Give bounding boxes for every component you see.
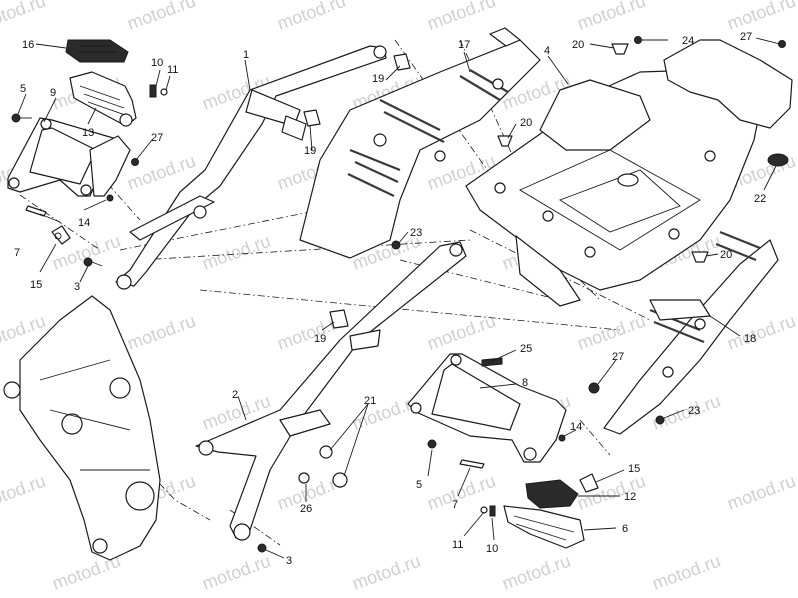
main-frame-casting <box>3 295 161 561</box>
callout-11-left: 11 <box>167 64 178 76</box>
callout-20-top: 20 <box>572 39 584 51</box>
callout-10-right: 10 <box>486 543 498 555</box>
callout-13: 13 <box>82 127 94 139</box>
callout-19-top: 19 <box>372 73 384 85</box>
callout-16: 16 <box>22 39 34 51</box>
callout-24: 24 <box>682 35 694 47</box>
callout-19-low: 19 <box>314 333 326 345</box>
callout-4: 4 <box>544 45 550 57</box>
callout-27-left: 27 <box>151 132 163 144</box>
callout-5-left: 5 <box>20 83 26 95</box>
callout-23-upper: 23 <box>410 227 422 239</box>
callout-27-top: 27 <box>740 31 752 43</box>
callout-15-right: 15 <box>628 463 640 475</box>
callout-26: 26 <box>300 503 312 515</box>
clip-right <box>579 473 599 493</box>
callout-7-left: 7 <box>14 247 20 259</box>
callout-2: 2 <box>232 389 238 401</box>
callout-23-lower: 23 <box>688 405 700 417</box>
callout-3-right: 3 <box>286 555 292 567</box>
pivot-pin-left <box>25 205 47 217</box>
grommets-20 <box>497 43 709 263</box>
watermark-text: motod.ru <box>425 0 499 34</box>
hardware-21-26 <box>298 445 348 488</box>
leader-lines <box>17 37 781 559</box>
pin-and-clip-left <box>149 84 168 98</box>
watermark-text: motod.ru <box>0 471 48 514</box>
callout-11-right: 11 <box>452 539 463 551</box>
inner-panel-right <box>603 230 779 435</box>
clips-19 <box>303 53 411 329</box>
subframe-tube-right <box>195 241 467 541</box>
subframe-tube-left <box>115 45 387 290</box>
watermark-text: motod.ru <box>125 311 199 354</box>
callout-labels: 16 1 10 11 5 9 13 27 17 4 20 24 27 19 20… <box>14 31 766 567</box>
callout-25: 25 <box>520 343 532 355</box>
callout-27-right: 27 <box>612 351 624 363</box>
inner-panel-left <box>299 27 541 259</box>
screw-23-upper <box>391 240 401 250</box>
footpeg-rubber-left <box>65 39 129 63</box>
footpeg-bracket-right <box>407 353 567 463</box>
screw-14-right <box>558 434 566 442</box>
footpeg-bracket-left <box>7 117 131 197</box>
watermark-text: motod.ru <box>725 0 798 34</box>
callout-3-left: 3 <box>74 281 80 293</box>
watermark-text: motod.ru <box>575 311 649 354</box>
callout-12: 12 <box>624 491 636 503</box>
watermark-text: motod.ru <box>575 0 649 34</box>
callout-18: 18 <box>744 333 756 345</box>
bolt-5-right <box>427 439 437 449</box>
watermark-text: motod.ru <box>125 0 199 34</box>
callout-9: 9 <box>50 87 56 99</box>
callout-22: 22 <box>754 193 766 205</box>
nut-27-right <box>588 382 600 394</box>
callout-15-left: 15 <box>30 279 42 291</box>
watermark-text: motod.ru <box>200 551 274 594</box>
pin-and-clip-right <box>480 505 496 517</box>
callout-19-mid: 19 <box>304 145 316 157</box>
bolt-left <box>11 113 32 123</box>
watermark-text: motod.ru <box>725 311 798 354</box>
watermark-text: motod.ru <box>425 471 499 514</box>
footpeg-left <box>69 71 137 127</box>
clip-left <box>51 225 71 245</box>
footpeg-rubber-right <box>525 479 579 509</box>
watermark-text: motod.ru <box>350 551 424 594</box>
screw-23-lower <box>655 415 665 425</box>
callout-5-right: 5 <box>416 479 422 491</box>
callout-20-right: 20 <box>720 249 732 261</box>
seat-pan <box>465 39 793 307</box>
footpeg-right <box>503 505 585 549</box>
nut-27-left <box>131 158 139 166</box>
watermark-text: motod.ru <box>275 0 349 34</box>
callout-7-right: 7 <box>452 499 458 511</box>
callout-14-right: 14 <box>570 421 582 433</box>
hardware-24-27-top <box>634 36 786 48</box>
watermark-text: motod.ru <box>500 551 574 594</box>
callout-8: 8 <box>522 377 528 389</box>
callout-10-left: 10 <box>151 57 163 69</box>
watermark-text: motod.ru <box>425 311 499 354</box>
callout-21: 21 <box>364 395 376 407</box>
callout-20-mid: 20 <box>520 117 532 129</box>
watermark-text: motod.ru <box>650 551 724 594</box>
watermark-text: motod.ru <box>0 0 48 34</box>
callout-17: 17 <box>458 39 470 51</box>
callout-6: 6 <box>622 523 628 535</box>
bolt-3-right <box>257 543 267 553</box>
hardware-25 <box>481 357 503 367</box>
screw-14-left <box>106 194 114 202</box>
callout-14-left: 14 <box>78 217 90 229</box>
rubber-plug-22 <box>767 153 789 167</box>
callout-1: 1 <box>243 49 249 61</box>
pivot-pin-right <box>459 459 485 469</box>
watermark-text: motod.ru <box>725 471 798 514</box>
